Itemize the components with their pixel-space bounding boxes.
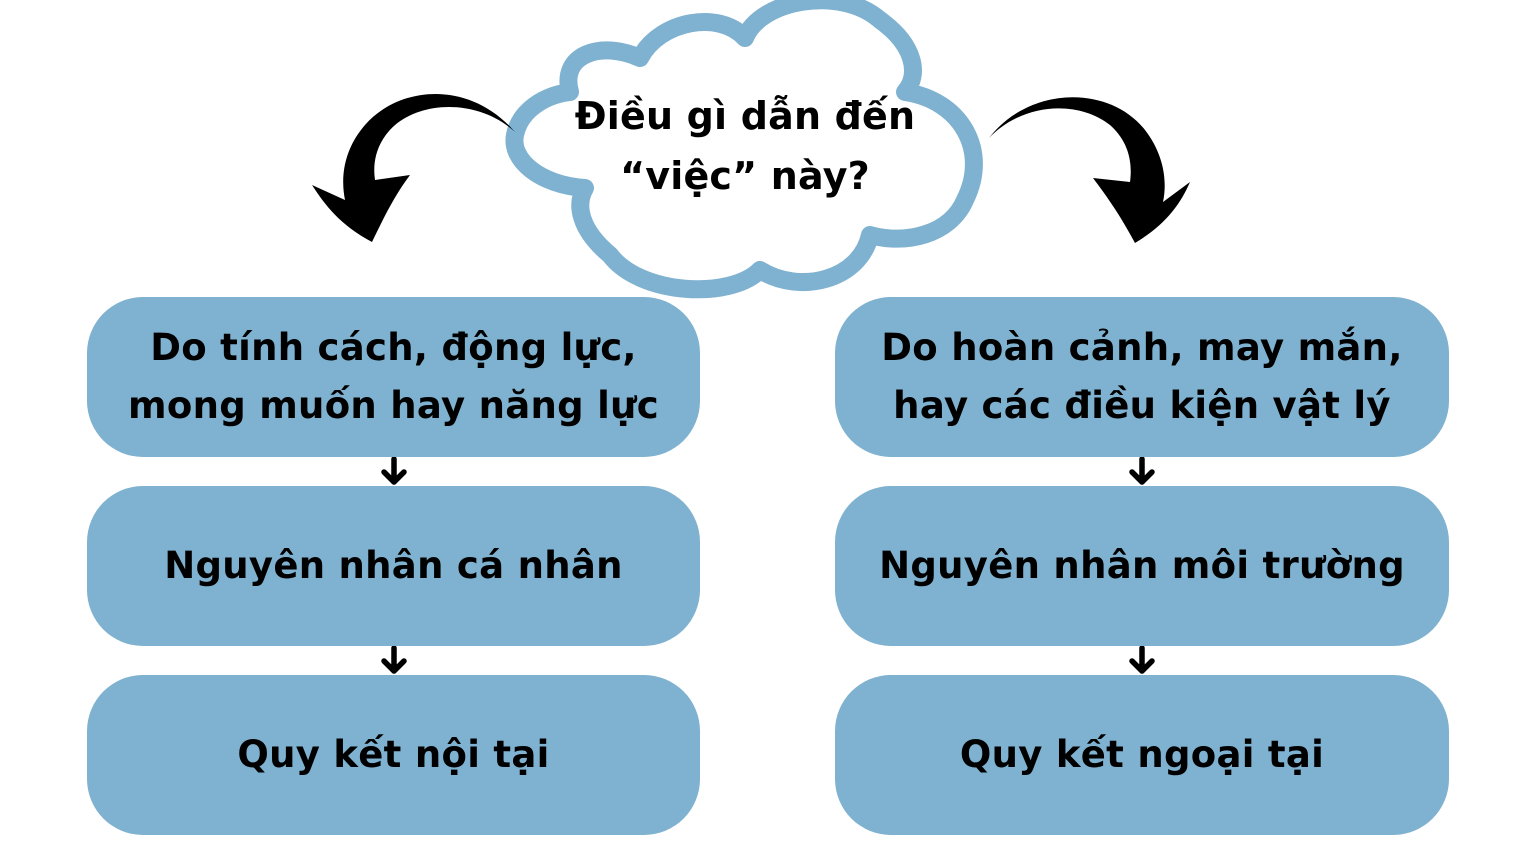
external-attribution-text: Quy kết ngoại tại — [959, 733, 1325, 776]
arrow-down-icon — [381, 646, 407, 674]
curved-arrow-down-right-icon — [989, 97, 1190, 243]
external-attribution-box: Quy kết ngoại tại — [835, 675, 1449, 835]
arrow-down-icon — [381, 457, 407, 485]
internal-attribution-text: Quy kết nội tại — [237, 733, 550, 776]
left-cause-box: Do tính cách, động lực, mong muốn hay nă… — [87, 297, 700, 457]
question-line-1: Điều gì dẫn đến — [574, 94, 916, 138]
personal-cause-text: Nguyên nhân cá nhân — [164, 544, 623, 587]
left-cause-text: Do tính cách, động lực, mong muốn hay nă… — [128, 326, 659, 427]
personal-cause-box: Nguyên nhân cá nhân — [87, 486, 700, 646]
right-cause-text: Do hoàn cảnh, may mắn, hay các điều kiện… — [881, 326, 1403, 427]
environmental-cause-text: Nguyên nhân môi trường — [879, 544, 1405, 587]
arrow-down-icon — [1129, 646, 1155, 674]
thought-cloud-shape — [505, 0, 983, 299]
cloud-and-arrows-layer — [312, 0, 1190, 299]
curved-arrow-down-left-icon — [312, 93, 515, 243]
right-cause-box: Do hoàn cảnh, may mắn, hay các điều kiện… — [835, 297, 1449, 457]
central-question: Điều gì dẫn đến “việc” này? — [560, 86, 930, 206]
question-line-2: “việc” này? — [620, 154, 870, 198]
internal-attribution-box: Quy kết nội tại — [87, 675, 700, 835]
arrow-down-icon — [1129, 457, 1155, 485]
environmental-cause-box: Nguyên nhân môi trường — [835, 486, 1449, 646]
